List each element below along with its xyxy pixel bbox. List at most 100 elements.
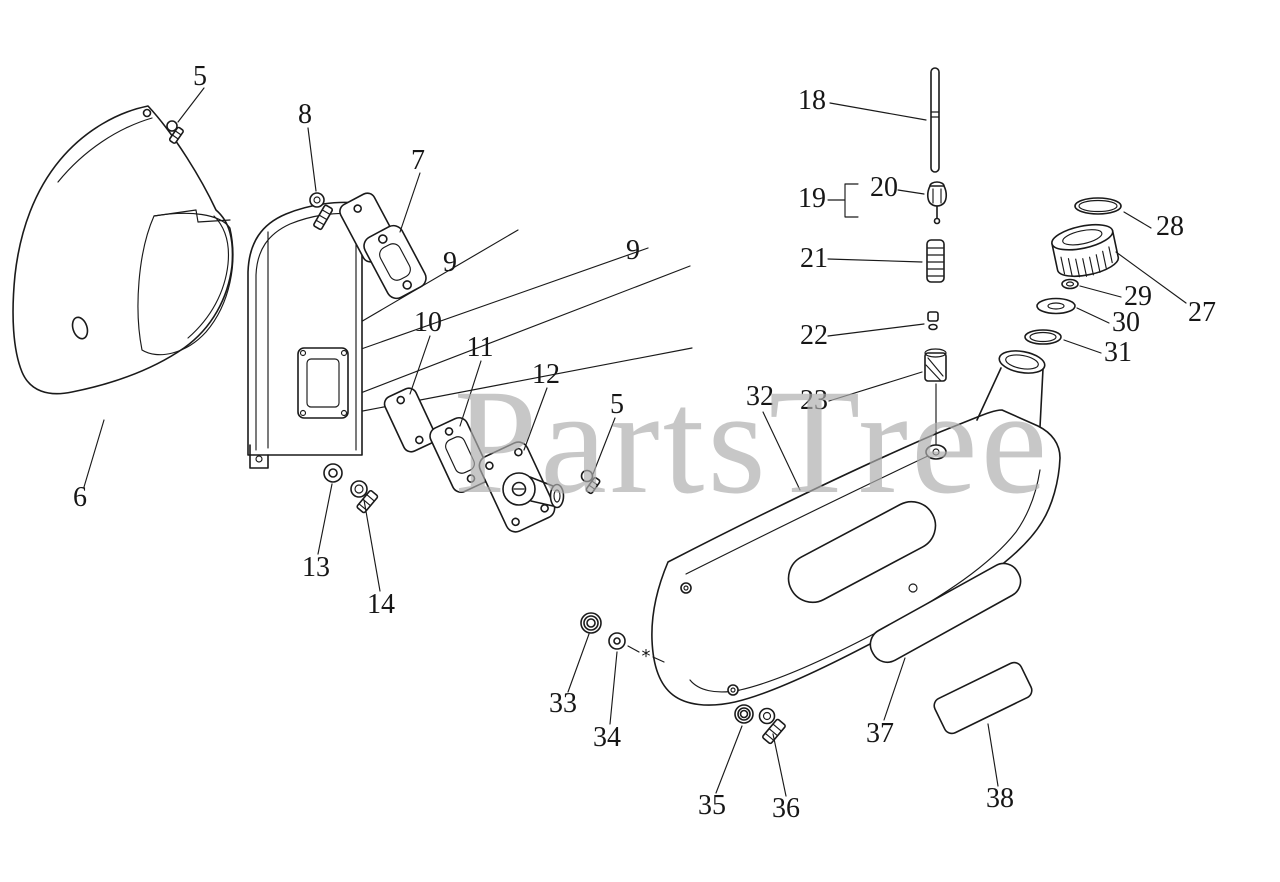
leader-line-9-2 — [346, 247, 649, 355]
leader-lines — [83, 87, 1187, 797]
part-31-gasket-ring — [1024, 329, 1062, 345]
label-23: 23 — [800, 385, 828, 416]
label-6: 6 — [73, 482, 87, 513]
leader-line-13 — [317, 483, 333, 555]
part-5-screw-top — [166, 120, 184, 144]
label-29: 29 — [1124, 281, 1152, 312]
gauge-mount-hole — [925, 444, 947, 460]
bottom-fasteners — [580, 612, 786, 745]
part-11-plate — [429, 416, 491, 494]
part-18-rod — [930, 67, 940, 173]
screw-9-b — [340, 349, 348, 357]
leader-line-34 — [609, 651, 618, 725]
label-14: 14 — [367, 589, 395, 620]
part-28-o-ring — [1074, 197, 1122, 215]
label-18: 18 — [798, 85, 826, 116]
fuel-gauge-assembly — [924, 67, 948, 460]
part-29-clip — [1061, 278, 1079, 290]
label-28: 28 — [1156, 211, 1184, 242]
exhaust-cover-assembly — [247, 192, 693, 533]
label-27: 27 — [1188, 297, 1216, 328]
asterisk-mark: * — [642, 646, 651, 667]
label-36: 36 — [772, 793, 800, 824]
label-10: 10 — [414, 307, 442, 338]
label-20: 20 — [870, 172, 898, 203]
label-30: 30 — [1112, 307, 1140, 338]
leader-line-6 — [83, 419, 105, 488]
part-27-fuel-cap — [1051, 223, 1120, 278]
leader-line-38 — [987, 723, 999, 787]
leader-line-31 — [1063, 339, 1102, 354]
tank-handle-slot — [787, 500, 937, 604]
leader-bracket-19 — [827, 183, 859, 218]
part-7-gasket — [363, 224, 427, 300]
label-31: 31 — [1104, 337, 1132, 368]
leader-line-11 — [459, 360, 482, 427]
leader-line-30 — [1076, 307, 1110, 324]
label-12: 12 — [532, 359, 560, 390]
leader-line-5-mid — [592, 417, 616, 475]
leader-line-14 — [363, 499, 381, 592]
label-11: 11 — [467, 332, 494, 363]
leader-line-33 — [567, 633, 590, 693]
leader-line-29 — [1079, 285, 1122, 298]
filler-neck — [976, 367, 1002, 421]
label-5-top: 5 — [193, 61, 207, 92]
leader-line-28 — [1123, 211, 1152, 229]
leader-line-22 — [827, 323, 925, 337]
part-37-damper-sheet — [869, 562, 1022, 664]
part-34-washer — [608, 632, 626, 650]
label-34: 34 — [593, 722, 621, 753]
label-19: 19 — [798, 183, 826, 214]
cover-apex-hole — [142, 108, 152, 118]
part-20-float-knob — [926, 181, 948, 225]
label-5-mid: 5 — [610, 389, 624, 420]
screw-9-c — [299, 409, 307, 417]
leader-line-32 — [762, 411, 801, 491]
part-exhaust-cover-body — [247, 201, 363, 469]
part-22-pin — [927, 311, 939, 331]
leader-line-27 — [1115, 251, 1187, 304]
tank-screw-hole-b — [727, 684, 739, 696]
part-8-bolt — [309, 192, 334, 231]
label-35: 35 — [698, 790, 726, 821]
part-33-washer — [580, 612, 602, 634]
screw-9-a — [299, 349, 307, 357]
label-7: 7 — [411, 145, 425, 176]
part-13-washer — [323, 463, 343, 483]
watermark: PartsTree — [454, 359, 1050, 525]
asterisk-leader — [627, 645, 640, 653]
label-21: 21 — [800, 243, 828, 274]
label-37: 37 — [866, 718, 894, 749]
part-30-washer — [1036, 297, 1076, 315]
part-38-damper-sheet — [933, 661, 1033, 735]
label-33: 33 — [549, 688, 577, 719]
part-35-washer — [734, 704, 754, 724]
part-5-bolt-mid — [580, 469, 601, 495]
part-23-bushing — [924, 348, 947, 382]
part-labels: 5 8 7 9 9 10 11 12 5 6 13 14 18 19 20 21… — [73, 61, 1216, 824]
leader-line-18 — [829, 102, 927, 121]
leader-line-21 — [827, 258, 923, 263]
tank-screw-hole-a — [680, 582, 692, 594]
cover-oval-hole — [71, 316, 89, 340]
label-38: 38 — [986, 783, 1014, 814]
leader-line-23 — [828, 371, 923, 402]
label-9-left: 9 — [443, 247, 457, 278]
part-6-side-cover — [12, 105, 234, 395]
label-32: 32 — [746, 381, 774, 412]
tank-screw-hole-c — [908, 583, 918, 593]
label-13: 13 — [302, 552, 330, 583]
fuel-cap-assembly — [976, 197, 1122, 428]
leader-line-35 — [715, 725, 743, 794]
leader-line-5-top — [177, 87, 205, 123]
part-10-gasket — [383, 387, 437, 453]
leader-line-9-3 — [305, 265, 691, 415]
label-9-right: 9 — [626, 235, 640, 266]
leader-line-36 — [772, 733, 787, 797]
leader-line-8 — [307, 127, 317, 192]
leader-line-20 — [897, 189, 925, 195]
label-22: 22 — [800, 320, 828, 351]
